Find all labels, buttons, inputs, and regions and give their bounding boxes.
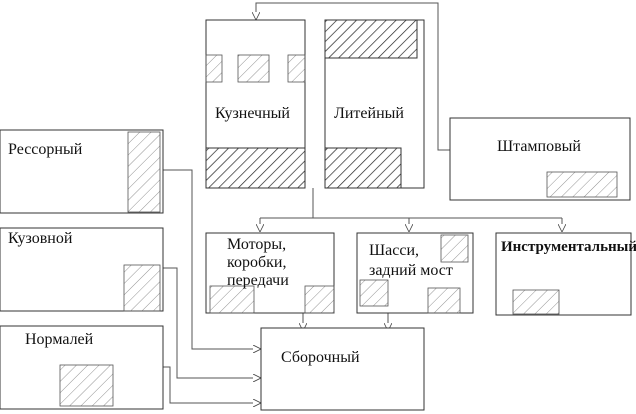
workshop-sborochny: Сборочный bbox=[260, 327, 425, 411]
connectors bbox=[163, 2, 562, 403]
label-kuzovnoy: Кузовной bbox=[8, 230, 73, 247]
label-shassi-2: задний мост bbox=[369, 262, 453, 279]
workshop-instrumentalny: Инструментальный bbox=[495, 232, 636, 316]
label-kuznechny: Кузнечный bbox=[215, 105, 290, 122]
label-motory-2: коробки, bbox=[227, 254, 286, 271]
label-liteyny: Литейный bbox=[334, 105, 404, 122]
workshop-kuznechny: Кузнечный bbox=[205, 19, 306, 189]
workshop-shassi: Шасси, задний мост bbox=[356, 232, 474, 314]
label-sborochny: Сборочный bbox=[281, 349, 360, 366]
workshop-motory: Моторы, коробки, передачи bbox=[205, 232, 335, 314]
label-instrumentalny: Инструментальный bbox=[501, 239, 636, 255]
workshop-ressorny: Рессорный bbox=[0, 129, 164, 214]
label-shtampovy: Штамповый bbox=[497, 138, 581, 155]
workshop-shtampovy: Штамповый bbox=[449, 117, 631, 201]
label-shassi-1: Шасси, bbox=[369, 242, 419, 259]
workshop-normaley: Нормалей bbox=[0, 325, 164, 410]
label-motory-1: Моторы, bbox=[227, 236, 286, 253]
label-normaley: Нормалей bbox=[25, 331, 94, 348]
workshop-liteyny: Литейный bbox=[324, 19, 425, 189]
label-motory-3: передачи bbox=[227, 272, 289, 289]
label-ressorny: Рессорный bbox=[8, 141, 83, 158]
workshop-kuzovnoy: Кузовной bbox=[0, 227, 164, 312]
